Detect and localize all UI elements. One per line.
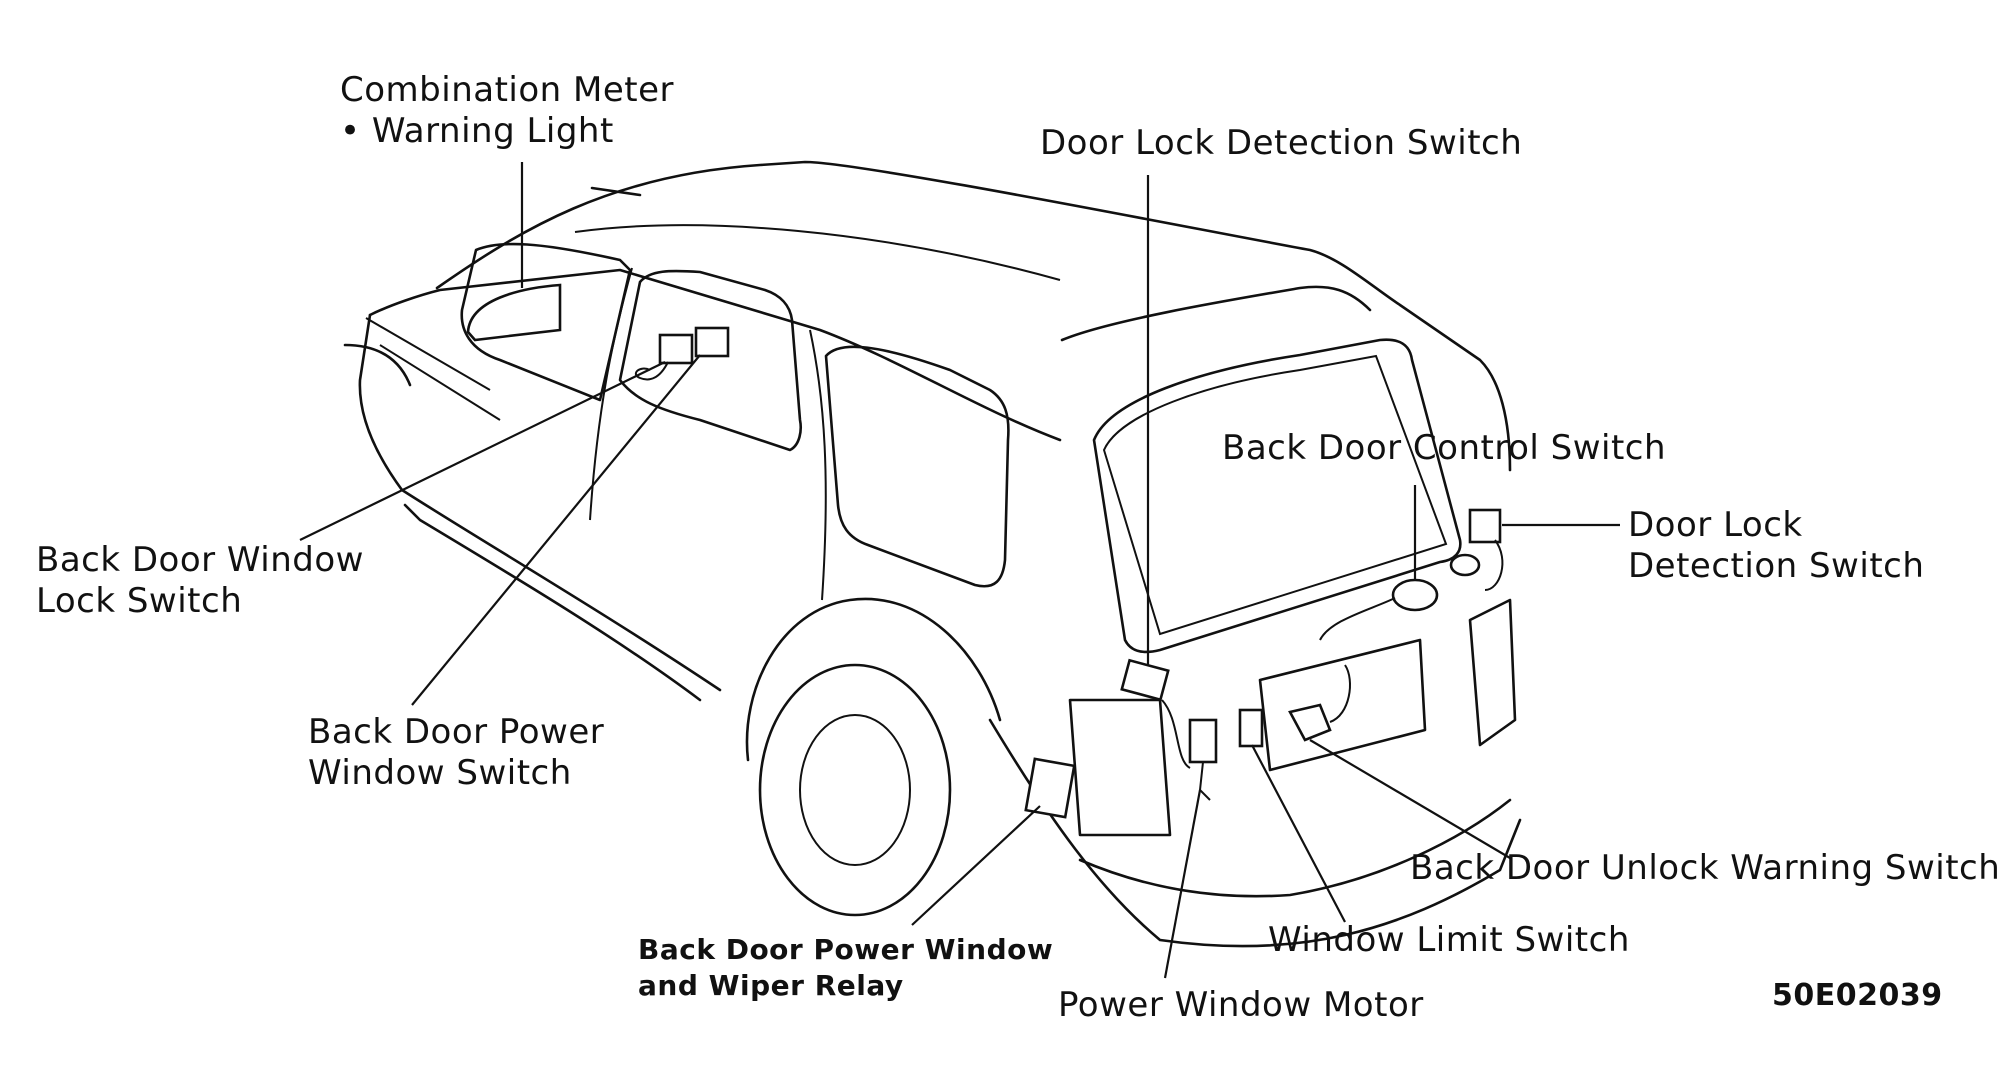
- license-plate-recess: [1258, 638, 1427, 772]
- label-back-door-power-window-switch: Back Door Power Window Switch: [308, 712, 604, 794]
- door-lock-detection-switch-right-part: [1468, 508, 1502, 544]
- label-back-door-unlock-warning-switch: Back Door Unlock Warning Switch: [1410, 848, 2000, 889]
- label-line: Back Door Window: [36, 540, 364, 580]
- back-door-glass-inner: [1102, 354, 1448, 636]
- window-lock-switch-part: [658, 333, 694, 365]
- rear-wheel-rim: [799, 714, 911, 866]
- leader-relay: [911, 805, 1041, 926]
- lower-body: [988, 718, 1522, 948]
- label-door-lock-detection-top: Door Lock Detection Switch: [1040, 123, 1522, 164]
- label-line: Detection Switch: [1628, 546, 1925, 586]
- label-line: Window Switch: [308, 753, 572, 793]
- label-line: and Wiper Relay: [638, 969, 904, 1002]
- rear-quarter-window: [824, 345, 1010, 588]
- label-power-window-motor: Power Window Motor: [1058, 985, 1424, 1026]
- left-detection-harness: [1161, 699, 1191, 769]
- right-tail-light: [1468, 598, 1517, 747]
- label-line: Combination Meter: [340, 70, 674, 110]
- figure-code: 50E02039: [1772, 978, 1943, 1013]
- roof-front-edge: [590, 186, 642, 197]
- label-line: Power Window Motor: [1058, 985, 1424, 1025]
- leader-window-limit: [1251, 744, 1346, 923]
- hood-crease-1: [365, 317, 491, 391]
- label-line: Back Door Power Window: [638, 933, 1054, 966]
- relay-part: [1024, 757, 1076, 819]
- combination-meter-part: [466, 283, 562, 342]
- leader-window-lock: [299, 361, 666, 541]
- label-window-limit-switch: Window Limit Switch: [1268, 920, 1630, 961]
- rear-pillar: [809, 329, 827, 601]
- label-line: Back Door Control Switch: [1222, 428, 1667, 468]
- label-back-door-power-window-wiper-relay: Back Door Power Window and Wiper Relay: [638, 932, 1053, 1004]
- wheel-arch: [745, 597, 1002, 762]
- label-back-door-control-switch: Back Door Control Switch: [1222, 428, 1666, 469]
- back-door-glass: [1092, 338, 1462, 654]
- label-line: Window Limit Switch: [1268, 920, 1630, 960]
- rear-wheel-tire: [758, 663, 952, 917]
- center-pillar: [589, 267, 633, 521]
- label-line: • Warning Light: [340, 111, 614, 151]
- body-rocker: [400, 488, 722, 692]
- roof-crease: [574, 224, 1061, 281]
- leader-power-window-motor: [1163, 789, 1202, 979]
- roof-rear-edge: [1060, 285, 1372, 342]
- rear-bumper: [1078, 798, 1512, 898]
- control-switch-harness: [1319, 597, 1396, 641]
- label-line: Door Lock: [1628, 505, 1803, 545]
- label-door-lock-detection-right: Door Lock Detection Switch: [1628, 505, 1924, 587]
- front-fender: [343, 343, 412, 387]
- leader-unlock-warning: [1309, 739, 1511, 859]
- door-lock-detection-switch-left-part: [1120, 658, 1170, 702]
- left-tail-light: [1068, 698, 1172, 837]
- label-line: Door Lock Detection Switch: [1040, 123, 1523, 163]
- body-rocker-lower: [403, 503, 702, 702]
- right-connector-part: [1449, 553, 1481, 577]
- label-line: Lock Switch: [36, 581, 243, 621]
- power-window-motor-part: [1188, 718, 1218, 764]
- front-door-window: [460, 242, 632, 402]
- label-combination-meter: Combination Meter • Warning Light: [340, 70, 674, 152]
- motor-harness: [1198, 761, 1211, 801]
- roof-outline: [435, 160, 1512, 472]
- lock-harness: [1329, 664, 1351, 723]
- window-limit-switch-part: [1238, 708, 1264, 748]
- right-detection-harness: [1484, 539, 1504, 591]
- leader-power-window-switch: [411, 354, 701, 706]
- power-window-switch-part: [694, 326, 730, 358]
- back-door-control-switch-part: [1391, 578, 1439, 612]
- body-side-top: [368, 268, 1062, 442]
- back-door-unlock-warning-switch-part: [1288, 703, 1332, 742]
- label-back-door-window-lock-switch: Back Door Window Lock Switch: [36, 540, 364, 622]
- switch-harness: [634, 361, 669, 381]
- body-hood-line: [358, 313, 404, 492]
- hood-crease-2: [379, 344, 501, 421]
- label-line: Back Door Unlock Warning Switch: [1410, 848, 2001, 888]
- label-line: Back Door Power: [308, 712, 605, 752]
